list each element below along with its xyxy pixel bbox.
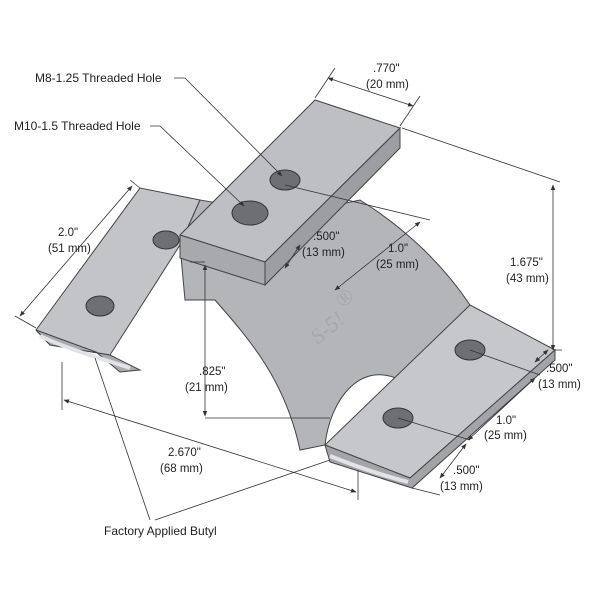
butyl-leader-left — [94, 357, 151, 521]
base-hole-edge-dim — [439, 443, 467, 479]
hole-offset-mm: (13 mm) — [302, 247, 345, 259]
flange-length-mm: (51 mm) — [48, 243, 91, 255]
hole-offset-in: .500" — [313, 231, 339, 243]
hole-offset-dim — [284, 244, 301, 269]
m8-label: M8-1.25 Threaded Hole — [35, 71, 162, 85]
labels: M8-1.25 Threaded Hole M10-1.5 Threaded H… — [14, 63, 581, 538]
base-hole-dim — [467, 377, 536, 441]
base-edge-mm: (13 mm) — [538, 379, 581, 391]
base-edge-in: .500" — [546, 363, 572, 375]
butyl-leader-right — [154, 459, 331, 521]
m10-label: M10-1.5 Threaded Hole — [14, 119, 141, 133]
top-width-dim — [327, 77, 414, 107]
left-flange-hole-1 — [152, 230, 180, 250]
base-hole-edge-mm: (13 mm) — [440, 481, 483, 493]
left-butyl — [39, 334, 131, 370]
hole-spacing-mm: (25 mm) — [376, 259, 419, 271]
overall-dim — [63, 399, 357, 493]
m10-leader — [150, 125, 245, 207]
height-mm: (43 mm) — [506, 273, 549, 285]
base-edge-dim — [534, 349, 549, 363]
top-width-ext-1 — [314, 67, 336, 99]
hole-spacing-ext — [284, 184, 431, 221]
height-in: 1.675" — [510, 257, 543, 269]
m8-threaded-hole — [269, 169, 301, 191]
bracket-body — [35, 99, 556, 489]
top-width-ext-2 — [399, 95, 421, 127]
flange-length-in: 2.0" — [58, 227, 78, 239]
overall-width-mm: (68 mm) — [160, 463, 203, 475]
flange-length-dim — [19, 185, 133, 317]
butyl-label: Factory Applied Butyl — [104, 524, 217, 538]
overall-width-in: 2.670" — [168, 447, 201, 459]
m10-threaded-hole — [231, 200, 269, 226]
base-hole-edge-in: .500" — [453, 465, 479, 477]
m8-leader — [174, 77, 283, 177]
height-ext-top — [401, 127, 561, 183]
left-flange — [35, 187, 201, 356]
hole-spacing-dim — [334, 221, 421, 291]
flange-length-ext-2 — [14, 315, 37, 329]
flange-length-ext-1 — [129, 179, 141, 189]
base-hole-edge-ext — [411, 487, 441, 496]
hole-spacing-in: 1.0" — [388, 243, 408, 255]
arch-height-in: .825" — [199, 366, 225, 378]
top-width-in: .770" — [373, 63, 399, 75]
base-hole-spacing-mm: (25 mm) — [484, 430, 527, 442]
base-hole-spacing-in: 1.0" — [496, 415, 516, 427]
left-flange-hole-2 — [85, 295, 115, 317]
base-edge-ext — [469, 349, 541, 376]
dimension-lines — [14, 67, 562, 521]
top-width-mm: (20 mm) — [366, 79, 409, 91]
arch-height-mm: (21 mm) — [185, 382, 228, 394]
base-hole-ext — [397, 417, 471, 441]
